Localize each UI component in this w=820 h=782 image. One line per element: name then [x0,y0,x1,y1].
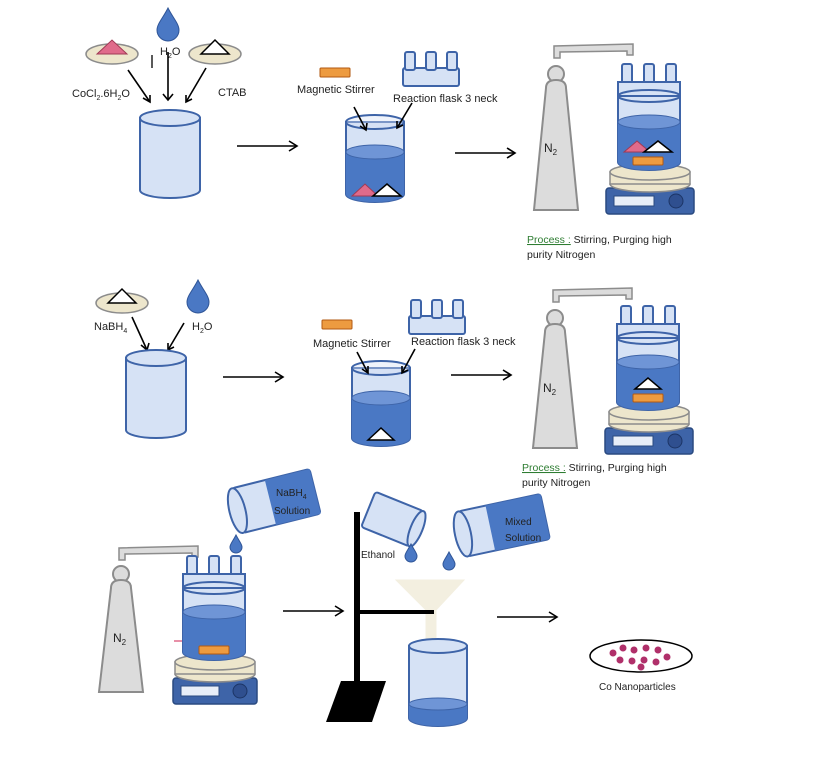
beaker-4 [351,360,411,447]
n2-label-2: N2 [543,381,557,397]
process-label-1: Process : Stirring, Purging high [527,234,672,246]
nabh4-solution-label-2: Solution [274,506,310,517]
beaker-1 [139,109,201,199]
stirrer-pointer-2 [356,348,416,375]
collection-beaker [408,638,468,727]
n2-label-1: N2 [544,141,558,157]
drop-icon-ethanol [404,542,418,563]
nitrogen-cylinder-3 [97,545,199,693]
mixed-solution-beaker [452,493,551,558]
nabh4-dish [95,287,149,314]
process-arrow-5 [283,605,345,617]
water-drop-icon-2 [186,278,210,314]
stirrer-pointer-1 [353,102,413,132]
process-arrow-1 [237,140,299,152]
magnetic-stirrer-label-1: Magnetic Stirrer [297,84,375,96]
water-drop-icon [156,6,180,42]
nabh4-solution-beaker [226,468,321,535]
mixed-label-1: Mixed [505,517,532,528]
nitrogen-cylinder-1 [532,43,634,211]
ethanol-beaker [361,491,427,548]
mixed-label-2: Solution [505,533,541,544]
magnetic-stirrer-label-2: Magnetic Stirrer [313,338,391,350]
process-text-2: purity Nitrogen [522,477,590,489]
process-arrow-2 [455,147,517,159]
nanoparticle-dish [589,639,693,673]
process-arrow-4 [451,369,513,381]
reaction-flask-label-2: Reaction flask 3 neck [411,336,516,348]
stir-bar-icon-1 [319,67,351,78]
beaker-2 [345,114,405,203]
three-neck-flask-icon-2 [408,299,466,335]
retort-stand [326,512,434,722]
n2-label-3: N2 [113,631,127,647]
h2o-label-1: H2O [160,46,181,60]
reaction-setup-3 [172,555,258,705]
process-arrow-3 [223,371,285,383]
nabh4-solution-label: NaBH4 [276,488,307,501]
ctab-dish [188,38,242,65]
input-arrows-1 [127,52,207,104]
reaction-setup-1 [605,63,695,215]
reaction-setup-2 [604,305,694,455]
nabh4-label: NaBH4 [94,321,127,335]
process-arrow-6 [497,611,559,623]
process-label-2: Process : Stirring, Purging high [522,462,667,474]
reaction-flask-label-1: Reaction flask 3 neck [393,93,498,105]
cocl2-label: CoCl2.6H2O [72,88,130,102]
process-text-1: purity Nitrogen [527,249,595,261]
nitrogen-cylinder-2 [531,287,633,449]
stir-bar-icon-2 [321,319,353,330]
drop-icon-nabh4 [229,533,243,554]
ethanol-label: Ethanol [361,550,395,561]
h2o-label-2: H2O [192,321,213,335]
beaker-3 [125,349,187,439]
input-arrows-2 [131,316,185,352]
cocl2-dish [85,39,139,65]
ctab-label: CTAB [218,87,247,99]
three-neck-flask-icon-1 [402,51,460,87]
co-nanoparticles-label: Co Nanoparticles [599,682,676,693]
drop-icon-mixed [442,550,456,571]
